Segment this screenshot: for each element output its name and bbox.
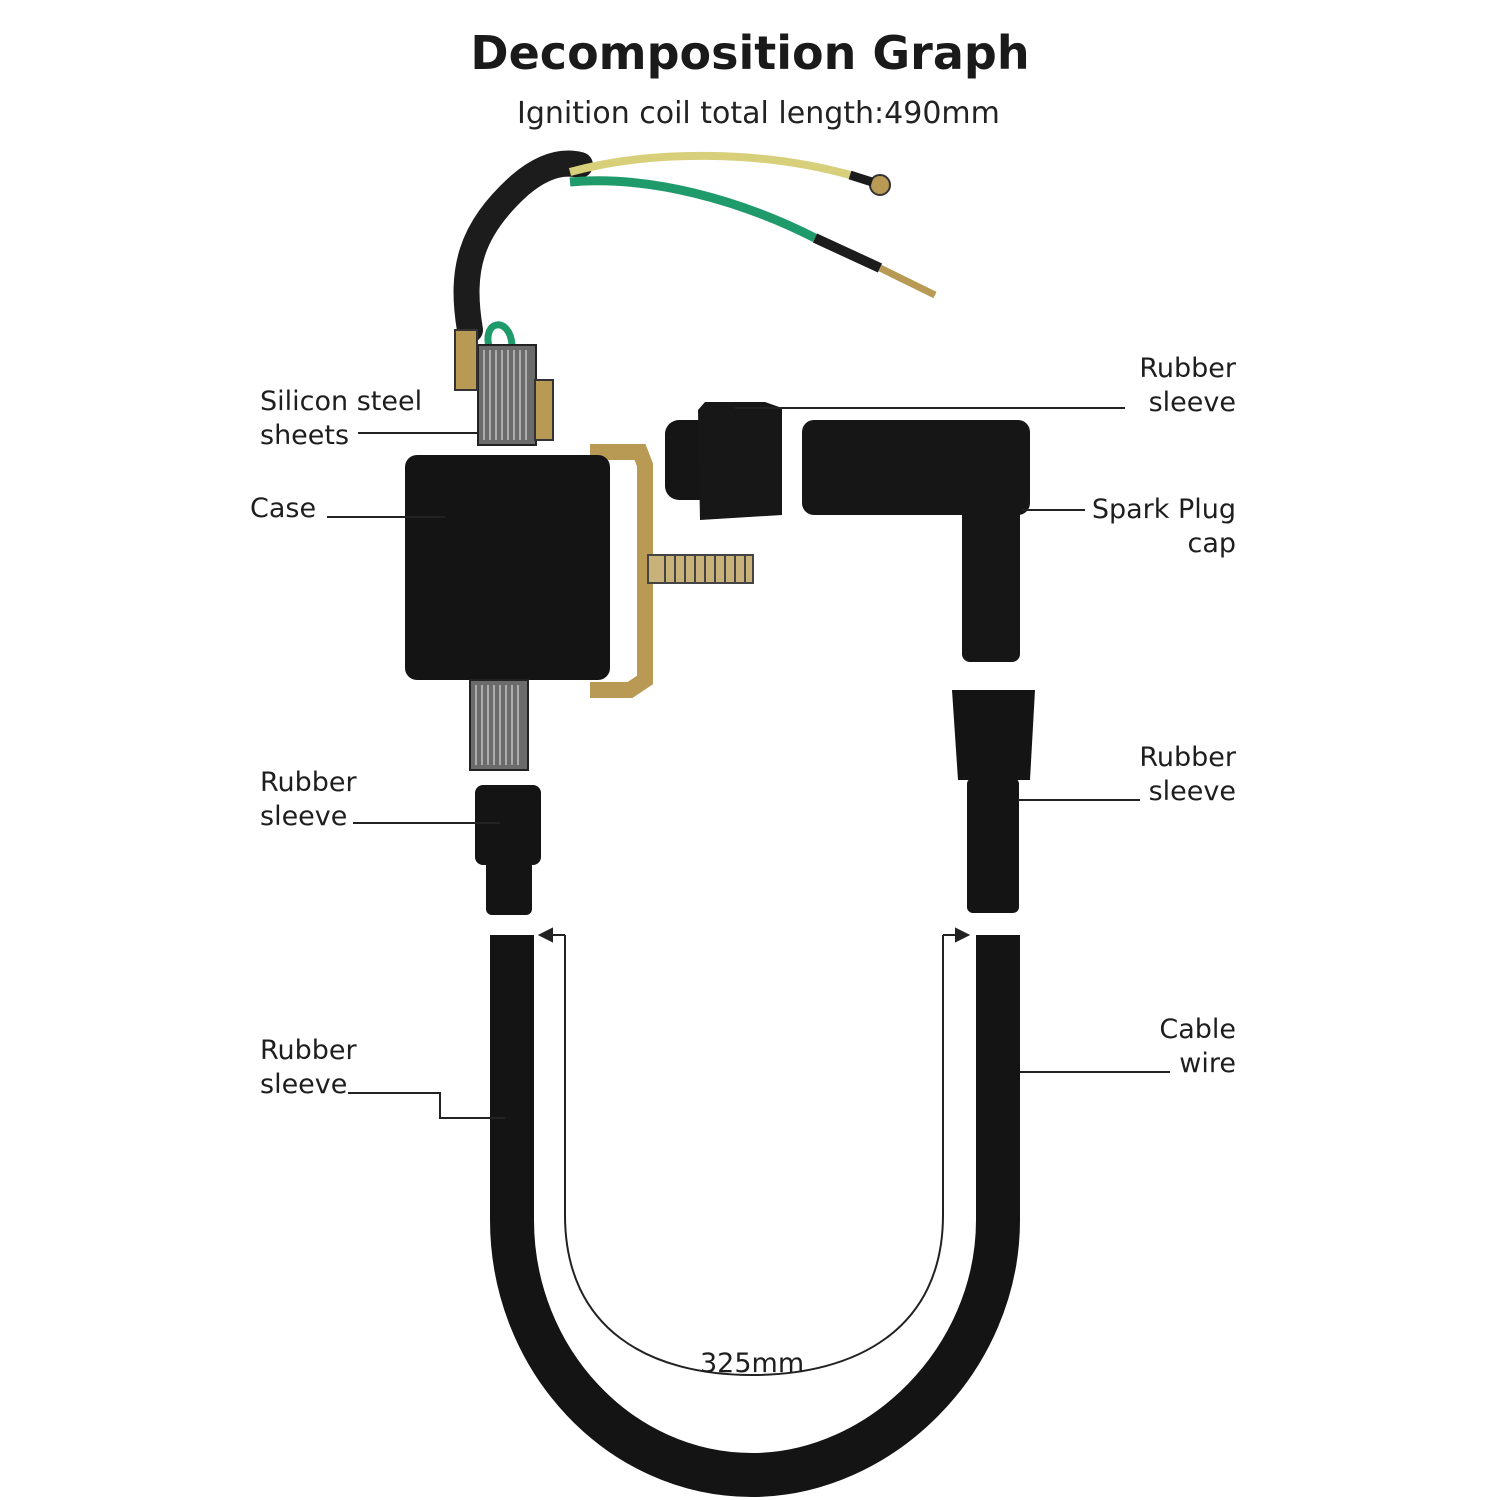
label-line: Cable (1159, 1014, 1236, 1045)
mounting-bracket (590, 444, 754, 698)
label-rubber-sleeve-mid-left: Rubber sleeve (260, 766, 357, 834)
label-line: cap (1187, 528, 1236, 559)
label-rubber-sleeve-top-right: Rubber sleeve (1139, 352, 1236, 420)
coil-case (405, 455, 610, 680)
label-line: sheets (260, 420, 350, 451)
label-line: sleeve (260, 1069, 348, 1100)
spark-plug-cap (802, 420, 1030, 662)
cable-length-dimension: 325mm (700, 1348, 805, 1379)
rubber-sleeve-top (665, 402, 782, 520)
label-cable-wire: Cable wire (1159, 1013, 1236, 1081)
label-spark-plug-cap: Spark Plug cap (1092, 493, 1236, 561)
label-line: sleeve (1148, 387, 1236, 418)
rubber-sleeve-mid-left (475, 785, 541, 915)
label-line: Silicon steel (260, 386, 423, 417)
page-title: Decomposition Graph (470, 26, 1030, 80)
label-silicon-steel-sheets: Silicon steel sheets (260, 385, 422, 453)
label-line: Rubber (1139, 353, 1236, 384)
silicon-steel-sheets (454, 329, 554, 446)
cable-wire (490, 935, 1020, 1498)
label-line: Rubber (260, 1035, 357, 1066)
rubber-sleeve-mid-right (952, 690, 1035, 913)
label-line: Rubber (1139, 742, 1236, 773)
label-case: Case (250, 493, 317, 524)
label-rubber-sleeve-mid-right: Rubber sleeve (1139, 741, 1236, 809)
leader-lines (327, 407, 1170, 1119)
label-line: Spark Plug (1091, 494, 1236, 525)
label-line: wire (1179, 1048, 1236, 1079)
label-line: Rubber (260, 767, 357, 798)
total-length-caption: Ignition coil total length:490mm (517, 96, 1000, 131)
dimension-line (537, 927, 971, 1377)
label-line: sleeve (260, 801, 348, 832)
lead-wires (453, 150, 937, 352)
label-rubber-sleeve-bottom-left: Rubber sleeve (260, 1034, 357, 1102)
silicon-steel-sheets-bottom (469, 679, 529, 771)
label-line: sleeve (1148, 776, 1236, 807)
